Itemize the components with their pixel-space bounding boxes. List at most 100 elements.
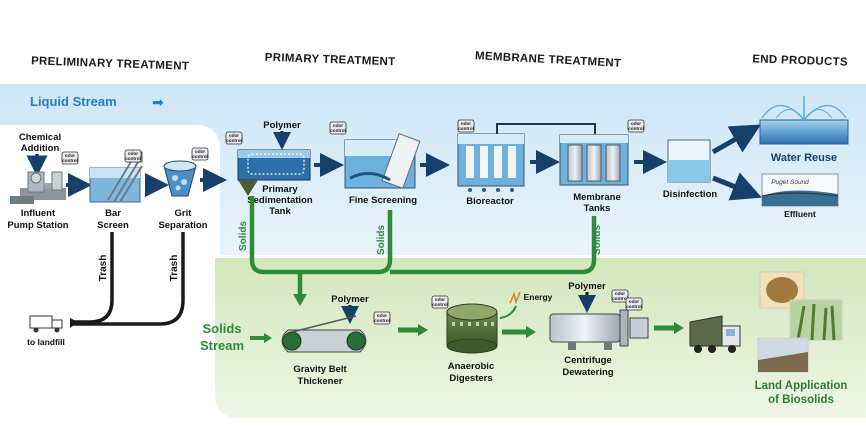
solids-line-membrane <box>390 216 597 275</box>
primary-sedimentation-label: Primary <box>262 184 298 195</box>
odor-control-text: control <box>192 154 208 159</box>
grit-separation-label: Grit <box>175 208 193 219</box>
odor-control-text: odor <box>631 121 641 126</box>
effluent-sound-icon <box>761 173 839 207</box>
odor-control-text: control <box>62 158 78 163</box>
trash-label-grit: Trash <box>169 255 180 282</box>
effluent-label: Effluent <box>784 209 816 219</box>
odor-control-text: odor <box>615 291 625 296</box>
svg-text:Stream: Stream <box>200 338 244 353</box>
water-reuse-label: Water Reuse <box>771 152 837 164</box>
disinfection-tank-icon <box>667 139 711 183</box>
disinfection-label: Disinfection <box>663 189 718 200</box>
influent-pump-icon <box>10 171 66 204</box>
header-preliminary-treatment: PRELIMINARY TREATMENT <box>31 55 189 73</box>
svg-text:Screen: Screen <box>97 220 129 231</box>
bar-screen-icon <box>89 151 143 203</box>
trash-label-bar: Trash <box>98 255 109 282</box>
solids-label-membrane: Solids <box>592 225 603 255</box>
flow-arrow-effluent-icon <box>712 172 762 201</box>
landfill-label: to landfill <box>27 337 65 347</box>
polymer-label: Polymer <box>263 120 301 131</box>
odor-control-text: odor <box>229 133 239 138</box>
solids-stream-band <box>215 258 866 418</box>
svg-text:Dewatering: Dewatering <box>562 367 613 378</box>
svg-text:Thickener: Thickener <box>298 376 343 387</box>
water-reuse-fountain-icon <box>759 96 849 145</box>
flow-arrow-water-reuse-icon <box>711 124 762 155</box>
svg-text:Tank: Tank <box>269 206 291 217</box>
solids-arrow-icon <box>293 294 307 306</box>
odor-control-text: control <box>612 296 628 301</box>
odor-control-text: odor <box>377 313 387 318</box>
energy-label: Energy <box>524 292 553 302</box>
bar-screen-label: Bar <box>105 208 121 219</box>
header-membrane-treatment: MEMBRANE TREATMENT <box>475 50 622 70</box>
odor-control-text: control <box>458 126 474 131</box>
solids-line-primary <box>249 196 303 298</box>
energy-pipe <box>499 305 517 319</box>
energy-spark-icon <box>509 291 521 305</box>
influent-label: Influent <box>21 208 56 219</box>
land-application-label: Land Application <box>755 380 848 392</box>
odor-control-text: odor <box>461 121 471 126</box>
odor-control-text: odor <box>435 297 445 302</box>
solids-line-fine <box>300 210 393 275</box>
svg-text:Pump Station: Pump Station <box>7 220 68 231</box>
anaerobic-digesters-label: Anaerobic <box>448 361 494 372</box>
biosolids-truck-icon <box>689 315 741 353</box>
odor-control-text: control <box>125 156 141 161</box>
odor-control-text: control <box>432 302 448 307</box>
svg-text:Addition: Addition <box>21 143 60 154</box>
odor-control-text: control <box>330 128 346 133</box>
bioreactor-icon <box>457 133 525 192</box>
anaerobic-digester-icon <box>446 303 498 354</box>
solids-label-fine: Solids <box>376 225 387 255</box>
primary-sedimentation-tank-icon <box>237 149 311 196</box>
solids-label-primary: Solids <box>238 221 249 251</box>
centrifuge-dewatering-label: Centrifuge <box>564 355 612 366</box>
odor-control-text: control <box>628 126 644 131</box>
svg-text:of Biosolids: of Biosolids <box>768 394 834 406</box>
grit-separation-icon <box>163 160 197 197</box>
fine-screening-label: Fine Screening <box>349 195 417 206</box>
odor-control-text: odor <box>629 299 639 304</box>
trash-line-bar <box>72 232 114 324</box>
liquid-stream-label: Liquid Stream <box>30 94 117 109</box>
trash-line-grit <box>72 232 185 326</box>
centrifuge-icon <box>549 309 649 350</box>
svg-text:Separation: Separation <box>158 220 207 231</box>
trash-arrow-icon <box>70 318 78 328</box>
odor-control-text: odor <box>333 123 343 128</box>
svg-text:Digesters: Digesters <box>449 373 492 384</box>
biosolids-photo-collage <box>757 271 843 373</box>
odor-control-badges: odorcontrolodorcontrolodorcontrolodorcon… <box>61 119 645 325</box>
fine-screening-icon <box>344 133 421 189</box>
chemical-addition-label: Chemical <box>19 132 61 143</box>
bioreactor-label: Bioreactor <box>466 196 514 207</box>
landfill-truck-icon <box>29 315 63 333</box>
puget-sound-label: Puget Sound <box>771 179 809 186</box>
membrane-tanks-label: Membrane <box>573 192 621 203</box>
recycle-pipe <box>496 123 596 134</box>
solids-stream-label: Solids <box>202 321 241 336</box>
odor-control-text: odor <box>128 151 138 156</box>
odor-control-text: odor <box>65 153 75 158</box>
odor-control-text: odor <box>195 149 205 154</box>
odor-control-text: control <box>226 138 242 143</box>
polymer-centrifuge-label: Polymer <box>568 281 606 292</box>
svg-text:Tanks: Tanks <box>584 203 611 214</box>
svg-text:Sedimentation: Sedimentation <box>247 195 313 206</box>
